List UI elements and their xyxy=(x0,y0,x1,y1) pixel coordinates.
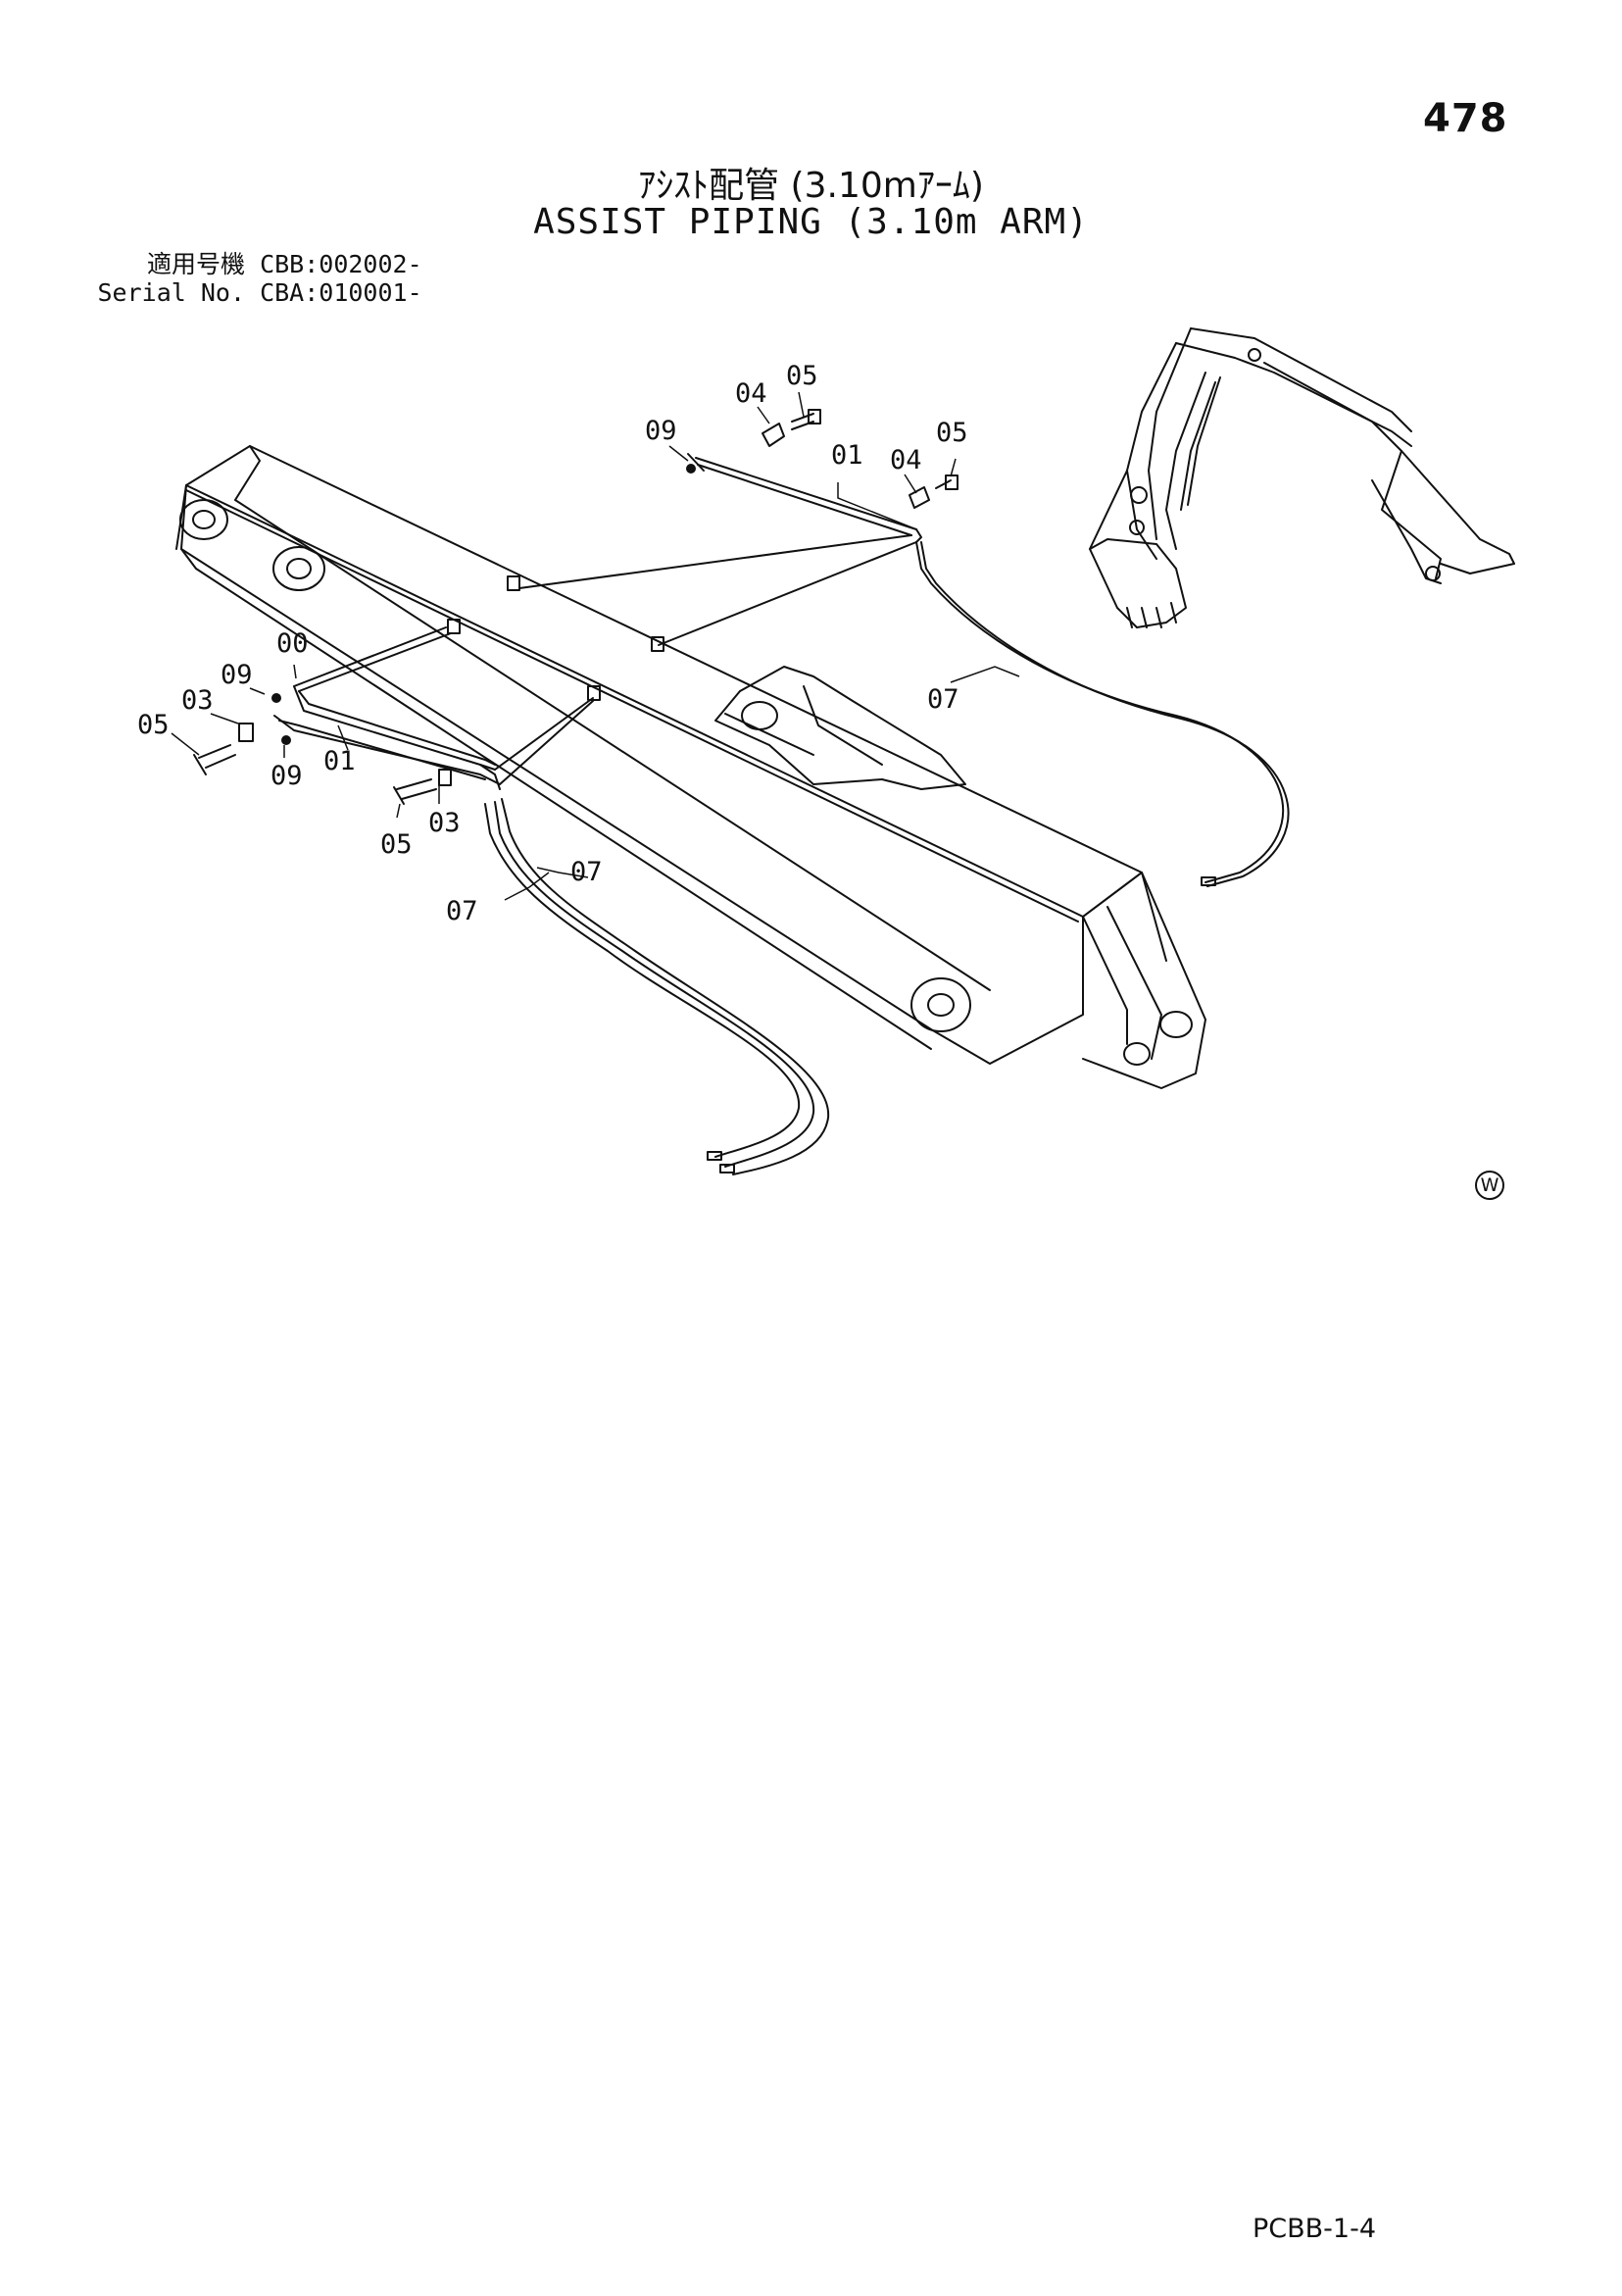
callout-01: 01 xyxy=(323,746,356,776)
callout-05: 05 xyxy=(936,418,968,448)
applicability-row-serial: Serial No. CBA:010001- xyxy=(88,278,422,307)
callout-03: 03 xyxy=(428,808,461,838)
arm-body-drawing xyxy=(175,445,1206,1089)
page-number: 478 xyxy=(1423,96,1508,141)
callout-04: 04 xyxy=(890,445,922,475)
applicability-label: Serial No. xyxy=(97,278,245,307)
callout-09: 09 xyxy=(221,660,253,690)
callout-05: 05 xyxy=(137,710,170,740)
callout-05: 05 xyxy=(786,361,818,391)
callout-04: 04 xyxy=(735,378,767,409)
callout-00: 00 xyxy=(276,628,309,659)
callout-05: 05 xyxy=(380,829,413,860)
callout-07: 07 xyxy=(570,857,603,887)
callout-01: 01 xyxy=(831,440,863,471)
inset-front-attachment-drawing xyxy=(1089,327,1515,628)
applicability-value: CBB:002002- xyxy=(260,250,422,278)
title-japanese: ｱｼｽﾄ配管 (3.10mｱｰﾑ) xyxy=(638,166,984,206)
callout-07: 07 xyxy=(927,684,959,715)
serial-applicability: 適用号機 CBB:002002- Serial No. CBA:010001- xyxy=(88,250,422,307)
document-code: PCBB-1-4 xyxy=(1253,2214,1377,2244)
w-circle-mark: W xyxy=(1475,1171,1504,1200)
upper-pipe-drawing xyxy=(518,409,1290,887)
callout-numbers: 05 04 09 01 04 05 07 00 09 03 05 09 01 0… xyxy=(137,361,968,926)
title-english: ASSIST PIPING (3.10m ARM) xyxy=(533,202,1089,242)
callout-09: 09 xyxy=(270,761,303,791)
lower-pipe-drawing xyxy=(193,626,830,1175)
applicability-label: 適用号機 xyxy=(146,250,245,278)
callout-07: 07 xyxy=(446,896,478,926)
callout-03: 03 xyxy=(181,685,214,716)
applicability-value: CBA:010001- xyxy=(260,278,422,307)
applicability-row-jp: 適用号機 CBB:002002- xyxy=(88,250,422,278)
callout-09: 09 xyxy=(645,416,677,446)
leader-lines xyxy=(171,391,1020,901)
